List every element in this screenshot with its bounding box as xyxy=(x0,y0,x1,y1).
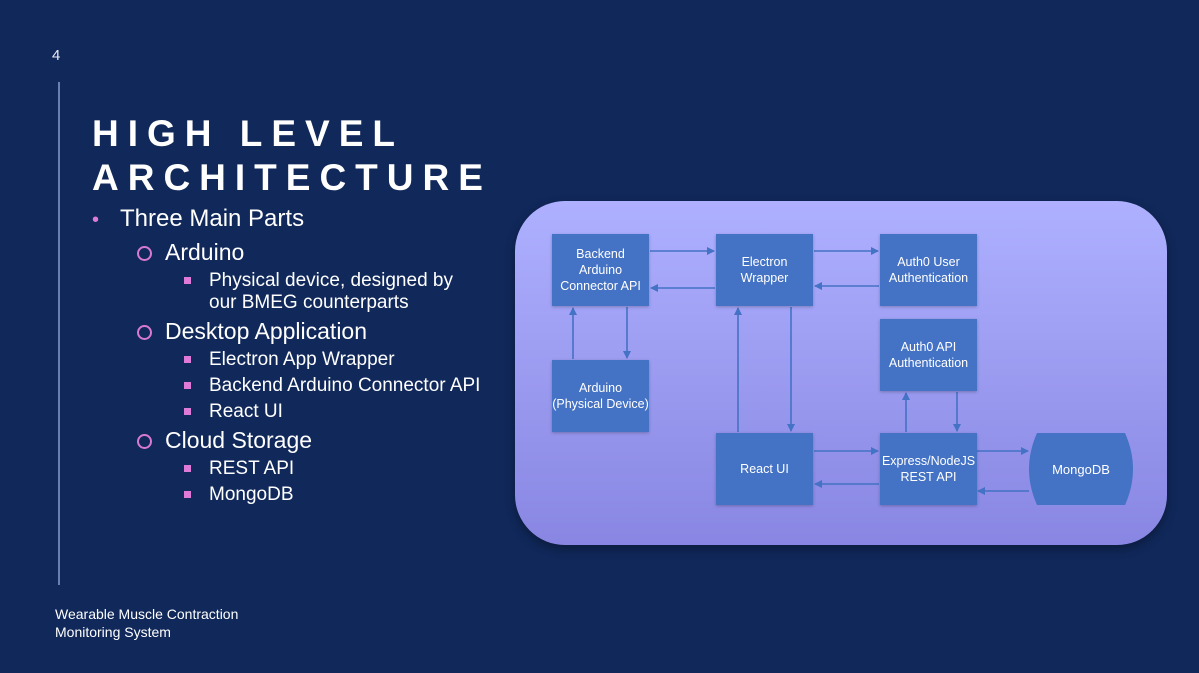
node-auth0api-line1: Auth0 API xyxy=(900,340,957,354)
node-arduino-line2: (Physical Device) xyxy=(552,397,649,411)
bullet-circle-icon xyxy=(137,434,152,449)
bullet-square-icon xyxy=(184,356,191,363)
bullet-cloud-item-1-text: REST API xyxy=(209,458,295,479)
node-backend-line2: Arduino xyxy=(578,263,623,277)
title-line-1: HIGH LEVEL xyxy=(92,113,405,154)
node-mongodb-label: MongoDB xyxy=(1052,461,1110,477)
bullet-desktop-item-1: Electron App Wrapper xyxy=(184,349,512,371)
node-backend-line3: Connector API xyxy=(560,279,641,293)
node-react-ui: React UI xyxy=(716,433,813,505)
bullet-desktop-item-3-text: React UI xyxy=(209,401,283,422)
bullet-cloud-item-1: REST API xyxy=(184,458,512,480)
bullet-square-icon xyxy=(184,491,191,498)
node-auth0-api: Auth0 API Authentication xyxy=(880,319,977,391)
bullet-cloud: Cloud Storage xyxy=(137,427,512,454)
bullet-list: • Three Main Parts Arduino Physical devi… xyxy=(92,205,512,506)
bullet-main: • Three Main Parts xyxy=(92,205,512,233)
bullet-arduino-item-line2: our BMEG counterparts xyxy=(209,292,409,313)
bullet-arduino: Arduino xyxy=(137,239,512,266)
node-electron-line1: Electron xyxy=(741,255,788,269)
node-express-line2: REST API xyxy=(900,470,957,484)
slide-number: 4 xyxy=(52,47,61,64)
node-auth0api-line2: Authentication xyxy=(888,356,969,370)
bullet-arduino-item: Physical device, designed by our BMEG co… xyxy=(184,270,512,314)
footer-line-1: Wearable Muscle Contraction xyxy=(55,606,239,622)
bullet-main-text: Three Main Parts xyxy=(120,205,305,232)
bullet-square-icon xyxy=(184,408,191,415)
bullet-cloud-item-2-text: MongoDB xyxy=(209,484,294,505)
bullet-desktop: Desktop Application xyxy=(137,318,512,345)
node-arduino-device: Arduino (Physical Device) xyxy=(552,360,649,432)
node-auth0user-line2: Authentication xyxy=(888,271,969,285)
architecture-diagram: Backend Arduino Connector API Electron W… xyxy=(515,201,1167,545)
node-electron-wrapper: Electron Wrapper xyxy=(716,234,813,306)
diagram-connectors xyxy=(569,247,1133,505)
footer-line-2: Monitoring System xyxy=(55,624,171,640)
bullet-desktop-item-1-text: Electron App Wrapper xyxy=(209,349,395,370)
bullet-desktop-item-2-text: Backend Arduino Connector API xyxy=(209,375,481,396)
bullet-square-icon xyxy=(184,465,191,472)
bullet-desktop-text: Desktop Application xyxy=(165,318,368,344)
accent-line xyxy=(58,82,60,585)
bullet-square-icon xyxy=(184,277,191,284)
node-react-label: React UI xyxy=(740,462,789,476)
bullet-desktop-item-2: Backend Arduino Connector API xyxy=(184,375,512,397)
mongodb-shape xyxy=(1029,433,1133,505)
node-mongodb: MongoDB xyxy=(1029,433,1133,505)
slide-title: HIGH LEVEL ARCHITECTURE xyxy=(92,112,492,200)
node-backend-connector: Backend Arduino Connector API xyxy=(552,234,649,306)
title-line-2: ARCHITECTURE xyxy=(92,157,492,198)
bullet-arduino-text: Arduino xyxy=(165,239,245,265)
bullet-circle-icon xyxy=(137,325,152,340)
bullet-cloud-text: Cloud Storage xyxy=(165,427,313,453)
node-backend-line1: Backend xyxy=(576,247,625,261)
node-express-rest-api: Express/NodeJS REST API xyxy=(880,433,977,505)
bullet-arduino-item-line1: Physical device, designed by xyxy=(209,270,453,291)
node-arduino-line1: Arduino xyxy=(578,381,623,395)
node-electron-line2: Wrapper xyxy=(740,271,789,285)
bullet-circle-icon xyxy=(137,246,152,261)
bullet-dot-icon: • xyxy=(92,209,100,231)
node-express-line1: Express/NodeJS xyxy=(881,454,976,468)
bullet-square-icon xyxy=(184,382,191,389)
footer: Wearable Muscle Contraction Monitoring S… xyxy=(55,605,238,641)
bullet-cloud-item-2: MongoDB xyxy=(184,484,512,506)
node-auth0user-line1: Auth0 User xyxy=(897,255,960,269)
node-auth0-user: Auth0 User Authentication xyxy=(880,234,977,306)
bullet-desktop-item-3: React UI xyxy=(184,401,512,423)
